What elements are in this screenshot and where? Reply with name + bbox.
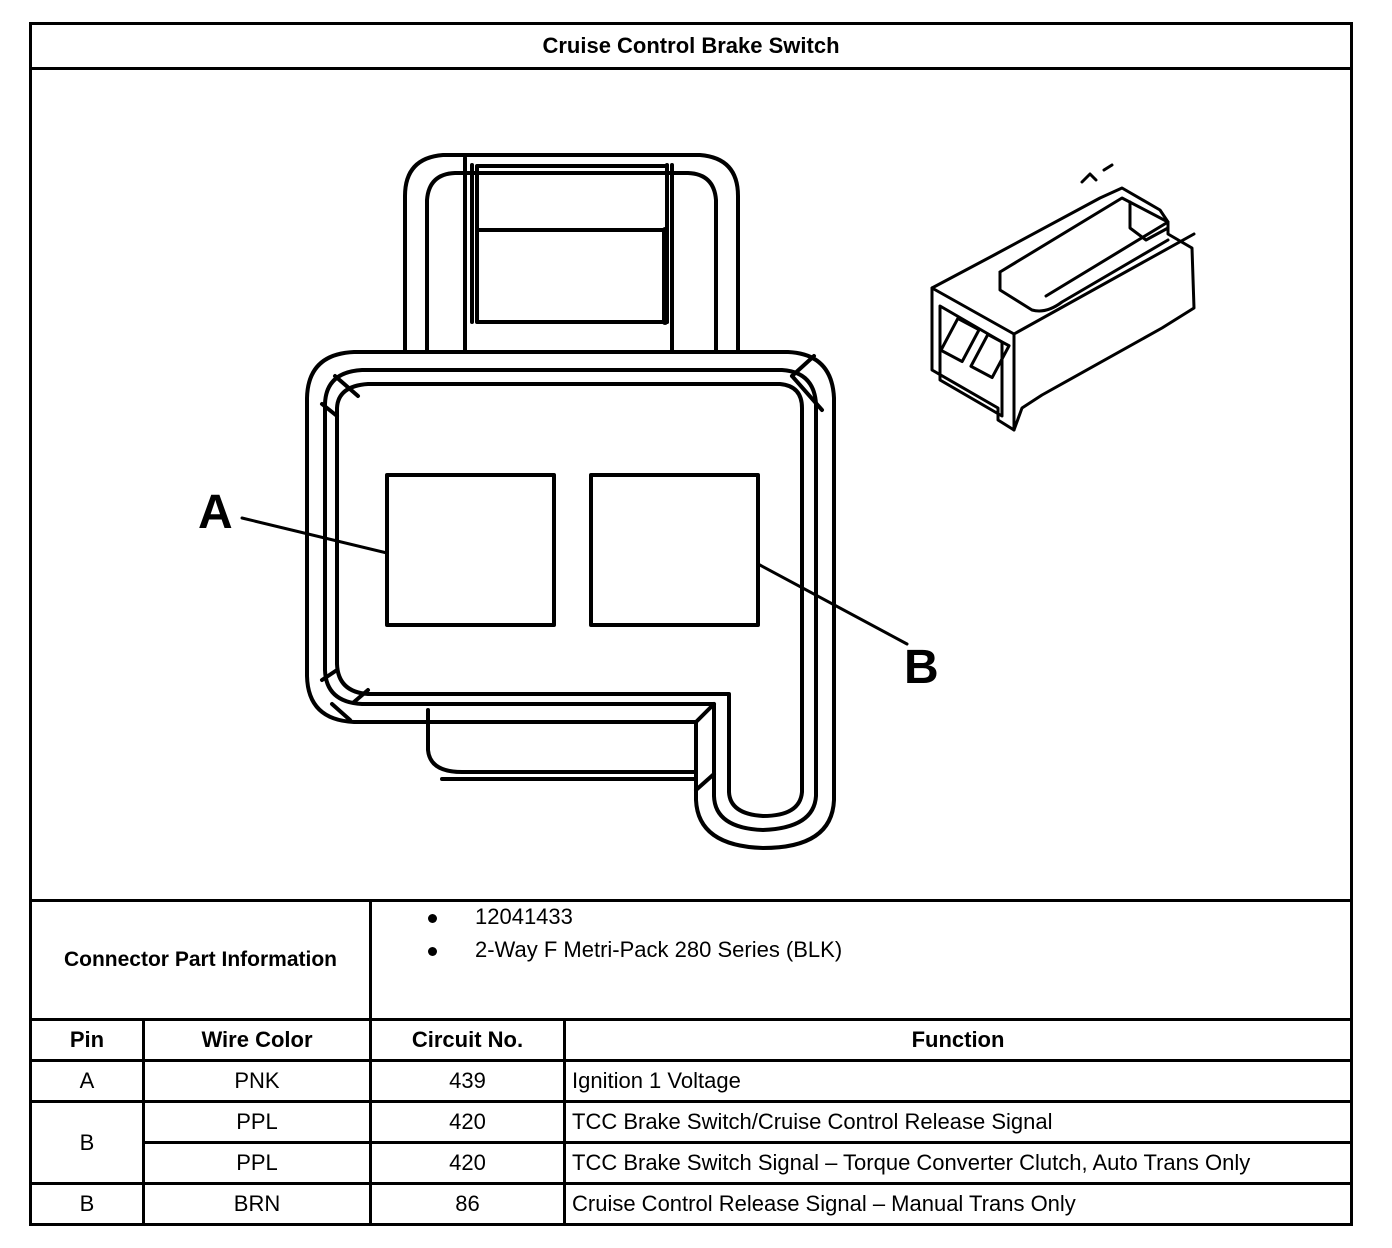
circuit-cell: 420 [449, 1109, 486, 1134]
cavity-a [385, 473, 556, 627]
divider [32, 899, 1350, 902]
wire-color-cell: PNK [234, 1068, 280, 1093]
wire-color-cell: BRN [233, 1191, 281, 1216]
circuit-cell: 86 [455, 1191, 480, 1216]
connector-description: 2-Way F Metri-Pack 280 Series (BLK) [475, 937, 843, 962]
divider [32, 67, 1350, 70]
divider [32, 1182, 1350, 1185]
callout-b: B [904, 641, 939, 694]
leader-a [240, 516, 389, 555]
divider [145, 1141, 1350, 1144]
callout-a: A [198, 486, 233, 539]
circuit-cell: 439 [449, 1068, 486, 1093]
divider [32, 1059, 1350, 1062]
pinout-sheet: Cruise Control Brake Switch [29, 22, 1353, 1226]
divider [32, 1100, 1350, 1103]
bullet-icon [428, 914, 437, 923]
connector-isometric-view [930, 163, 1196, 432]
function-cell: Ignition 1 Voltage [572, 1068, 741, 1093]
pin-cell: A [79, 1068, 95, 1093]
circuit-cell: 420 [449, 1150, 486, 1175]
bullet-icon [428, 947, 437, 956]
pin-cell: B [79, 1129, 95, 1155]
wire-color-cell: PPL [236, 1109, 278, 1134]
connector-info-list: 12041433 2-Way F Metri-Pack 280 Series (… [372, 902, 1350, 1018]
function-cell: Cruise Control Release Signal – Manual T… [572, 1191, 1076, 1216]
divider [142, 1021, 145, 1223]
header-pin: Pin [69, 1027, 105, 1052]
cavity-b [589, 473, 760, 627]
connector-body [305, 350, 836, 850]
wire-color-cell: PPL [236, 1150, 278, 1175]
leader-b [756, 562, 909, 646]
divider [32, 1018, 1350, 1021]
header-function: Function [911, 1027, 1005, 1052]
part-number: 12041433 [475, 904, 573, 929]
function-cell: TCC Brake Switch Signal – Torque Convert… [572, 1150, 1251, 1175]
pin-cell: B [79, 1191, 95, 1216]
connector-figure: A B [198, 153, 1196, 850]
divider [369, 902, 372, 1018]
function-cell: TCC Brake Switch/Cruise Control Release … [572, 1109, 1053, 1134]
header-circuit: Circuit No. [411, 1027, 524, 1052]
divider [563, 1021, 566, 1223]
connector-info-label: Connector Part Information [63, 948, 337, 971]
divider [369, 1021, 372, 1223]
header-wire-color: Wire Color [201, 1027, 313, 1052]
latch-tab [403, 153, 740, 353]
sheet-title: Cruise Control Brake Switch [542, 33, 840, 58]
